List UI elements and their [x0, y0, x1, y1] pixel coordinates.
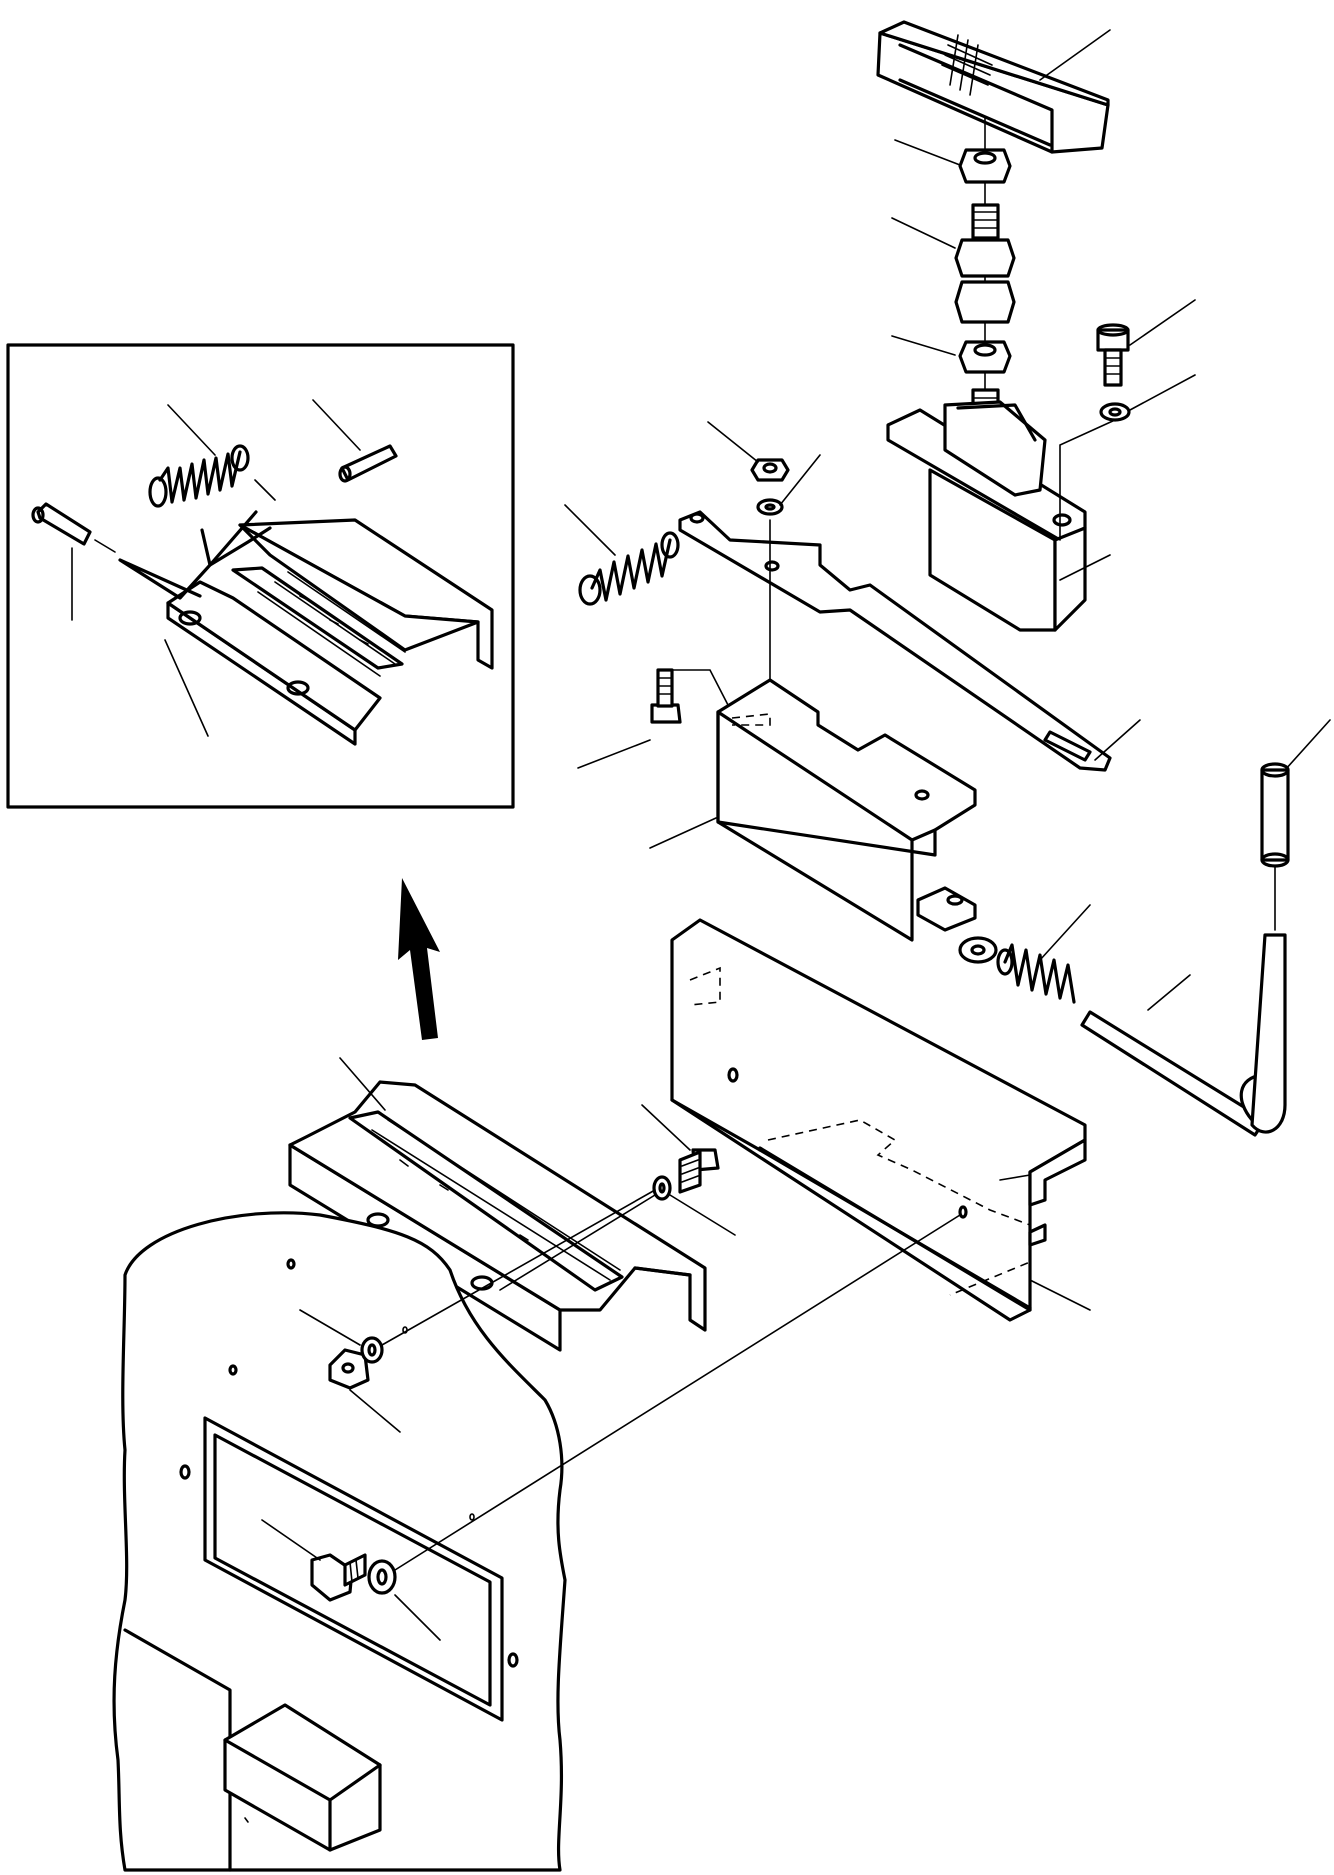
hinge-bolt — [499, 1104, 736, 1291]
lock-rod — [958, 719, 1331, 1137]
foot-pedal — [876, 20, 1111, 154]
upper-bracket — [649, 678, 977, 942]
frame-nut — [299, 1189, 656, 1433]
up-arrow-icon — [398, 878, 440, 1040]
adjuster-stack — [891, 117, 1016, 427]
detail-inset — [6, 343, 515, 809]
frame-bolt — [261, 1214, 961, 1641]
inset-pin-right — [338, 444, 398, 483]
lock-nut — [707, 421, 821, 701]
inset-frame — [6, 343, 515, 809]
screw-left — [577, 668, 729, 769]
inset-pin-left — [31, 502, 92, 546]
base-bracket — [670, 918, 1091, 1322]
valve-body — [886, 400, 1116, 632]
bolt-upper-right — [1096, 299, 1196, 422]
link-plate — [678, 510, 1141, 772]
return-spring — [564, 504, 680, 606]
inset-spring — [148, 444, 250, 508]
inset-hinge-assembly — [166, 518, 494, 746]
